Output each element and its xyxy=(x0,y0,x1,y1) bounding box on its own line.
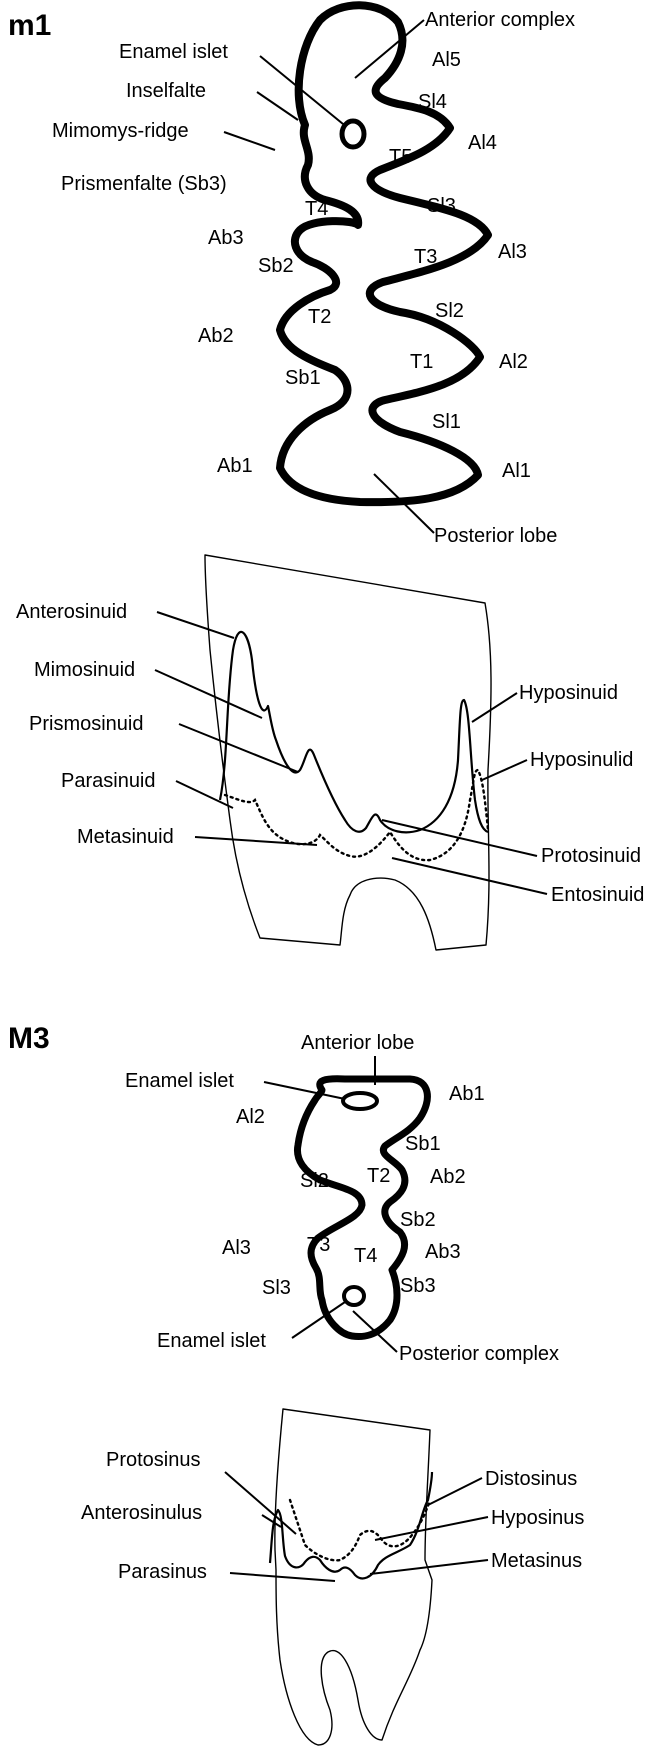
m1-leader-metasinuid xyxy=(195,837,317,845)
m1-inner-enamel-line xyxy=(225,770,488,860)
m3-label-enamel-islet-top: Enamel islet xyxy=(125,1070,234,1092)
m1-heading: m1 xyxy=(8,9,51,42)
m3-label-protosinus: Protosinus xyxy=(106,1449,201,1471)
m1-label-sb2: Sb2 xyxy=(258,255,294,277)
m3-label-t4: T4 xyxy=(354,1245,377,1267)
m1-occlusal-view: m1 Anterior complex Enamel islet Inselfa… xyxy=(8,5,575,547)
m3-label-al3: Al3 xyxy=(222,1237,251,1259)
m1-label-al4: Al4 xyxy=(468,132,497,154)
m3-label-sb1: Sb1 xyxy=(405,1133,441,1155)
m3-label-anterosinulus: Anterosinulus xyxy=(81,1502,202,1524)
m1-leader-mimosinuid xyxy=(155,670,262,718)
m3-leader-distosinus xyxy=(428,1478,482,1505)
m1-leader-hyposinuid xyxy=(472,693,517,722)
m3-label-metasinus: Metasinus xyxy=(491,1550,582,1572)
m3-leader-hyposinus xyxy=(375,1517,488,1540)
m1-label-si2: Sl2 xyxy=(435,300,464,322)
m3-heading: M3 xyxy=(8,1022,50,1055)
m1-label-metasinuid: Metasinuid xyxy=(77,826,174,848)
m1-label-inselfalte: Inselfalte xyxy=(126,80,206,102)
m3-label-sb3: Sb3 xyxy=(400,1275,436,1297)
m1-label-al1: Al1 xyxy=(502,460,531,482)
m1-label-anterosinuid: Anterosinuid xyxy=(16,601,127,623)
m3-label-distosinus: Distosinus xyxy=(485,1468,577,1490)
m1-leader-inselfalte xyxy=(257,92,298,120)
m1-label-si1: Sl1 xyxy=(432,411,461,433)
m1-occlusal-profile xyxy=(220,632,488,832)
m1-label-parasinuid: Parasinuid xyxy=(61,770,156,792)
m3-label-si2: Sl2 xyxy=(300,1170,329,1192)
m3-label-ab2: Ab2 xyxy=(430,1166,466,1188)
m1-label-hyposinulid: Hyposinulid xyxy=(530,749,633,771)
m3-label-al2: Al2 xyxy=(236,1106,265,1128)
m3-lateral-view: Protosinus Anterosinulus Parasinus Disto… xyxy=(81,1409,584,1745)
m1-label-al3: Al3 xyxy=(498,241,527,263)
m1-label-prismenfalte: Prismenfalte (Sb3) xyxy=(61,173,227,195)
m1-label-ab2: Ab2 xyxy=(198,325,234,347)
m1-leader-entosinuid xyxy=(392,858,547,894)
m3-label-ab1: Ab1 xyxy=(449,1083,485,1105)
m1-lateral-view: Anterosinuid Mimosinuid Prismosinuid Par… xyxy=(16,555,644,950)
m1-label-t2: T2 xyxy=(308,306,331,328)
m1-label-al2: Al2 xyxy=(499,351,528,373)
m1-label-sb1: Sb1 xyxy=(285,367,321,389)
m3-label-t2: T2 xyxy=(367,1165,390,1187)
m3-tooth-outline xyxy=(275,1409,432,1745)
m1-label-hyposinuid: Hyposinuid xyxy=(519,682,618,704)
m3-occlusal-view: M3 Anterior lobe Enamel islet Ab1 Al2 Sb… xyxy=(8,1022,559,1365)
m1-label-mimosinuid: Mimosinuid xyxy=(34,659,135,681)
m3-label-sb2: Sb2 xyxy=(400,1209,436,1231)
m1-label-t3: T3 xyxy=(414,246,437,268)
m1-label-enamel-islet: Enamel islet xyxy=(119,41,228,63)
m3-label-parasinus: Parasinus xyxy=(118,1561,207,1583)
m1-label-posterior-lobe: Posterior lobe xyxy=(434,525,557,547)
m3-label-t3: T3 xyxy=(307,1234,330,1256)
m3-label-enamel-islet-bottom: Enamel islet xyxy=(157,1330,266,1352)
m1-label-entosinuid: Entosinuid xyxy=(551,884,644,906)
m1-label-mimomys-ridge: Mimomys-ridge xyxy=(52,120,189,142)
m1-enamel-islet xyxy=(342,121,364,147)
m1-leader-prismosinuid xyxy=(179,724,298,772)
m3-leader-anterosinulus xyxy=(262,1515,281,1527)
m1-leader-protosinuid xyxy=(382,820,537,856)
m1-label-ab3: Ab3 xyxy=(208,227,244,249)
m3-leader-parasinus xyxy=(230,1573,335,1581)
m1-label-protosinuid: Protosinuid xyxy=(541,845,641,867)
m3-enamel-islet-bottom xyxy=(344,1287,364,1305)
m1-leader-mimomys-ridge xyxy=(224,132,275,150)
m1-label-prismosinuid: Prismosinuid xyxy=(29,713,143,735)
m1-label-si3: Sl3 xyxy=(427,195,456,217)
m3-label-ab3: Ab3 xyxy=(425,1241,461,1263)
m1-label-anterior-complex: Anterior complex xyxy=(425,9,575,31)
m3-label-hyposinus: Hyposinus xyxy=(491,1507,584,1529)
m3-inner-enamel-line xyxy=(290,1500,430,1560)
m1-label-t1: T1 xyxy=(410,351,433,373)
m3-leader-enamel-islet-top xyxy=(264,1082,345,1099)
m1-label-t4: T4 xyxy=(305,198,328,220)
m3-enamel-islet-top xyxy=(343,1093,377,1109)
m1-label-si4: Sl4 xyxy=(418,91,447,113)
m3-occlusal-profile xyxy=(270,1472,432,1578)
m3-label-posterior-complex: Posterior complex xyxy=(399,1343,559,1365)
m1-label-ab1: Ab1 xyxy=(217,455,253,477)
m1-label-t5: T5 xyxy=(389,146,412,168)
m3-label-si3: Sl3 xyxy=(262,1277,291,1299)
m3-label-anterior-lobe: Anterior lobe xyxy=(301,1032,414,1054)
m3-leader-protosinus xyxy=(225,1472,296,1534)
m1-leader-anterosinuid xyxy=(157,612,234,638)
m1-label-al5: Al5 xyxy=(432,49,461,71)
